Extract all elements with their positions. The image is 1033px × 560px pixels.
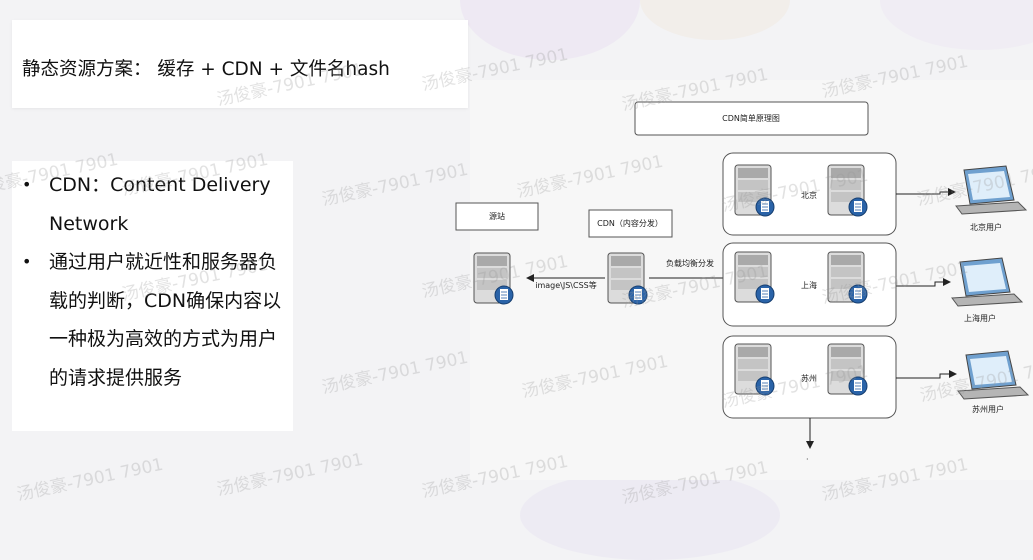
diagram-title: CDN简单原理图 — [722, 113, 780, 123]
cdn-server-icon — [607, 252, 648, 305]
region-name-shanghai: 上海 — [801, 280, 817, 290]
region-server-icon — [827, 251, 868, 304]
origin-label: 源站 — [489, 211, 505, 221]
arrow-to-regions-label: 负载均衡分发 — [666, 258, 714, 268]
origin-label-box — [455, 202, 539, 231]
title-card: 静态资源方案： 缓存 + CDN + 文件名hash — [12, 20, 468, 108]
more-indicator: · — [806, 455, 809, 464]
region-server-icon — [827, 343, 868, 396]
region-server-icon — [827, 164, 868, 217]
diagram-title-box — [634, 101, 869, 136]
cdn-diagram: CDN简单原理图 源站 CDN（内容分发） image\JS\CSS等 负载均衡… — [455, 101, 1029, 464]
laptop-icon-suzhou — [957, 350, 1029, 400]
arrow-to-user-beijing — [896, 188, 956, 196]
region-server-icon — [734, 251, 775, 304]
laptop-icon-beijing — [955, 165, 1027, 215]
arrow-to-user-suzhou — [896, 370, 957, 379]
arrow-to-origin-label: image\JS\CSS等 — [535, 280, 597, 290]
bullet-list: CDN：Content Delivery Network 通过用户就近性和服务器… — [12, 166, 293, 397]
cdn-label-box — [588, 209, 673, 238]
region-name-beijing: 北京 — [801, 190, 817, 200]
user-label-suzhou: 苏州用户 — [972, 404, 1004, 414]
slide-title: 静态资源方案： 缓存 + CDN + 文件名hash — [22, 59, 390, 80]
region-name-suzhou: 苏州 — [801, 373, 817, 383]
cdn-label: CDN（内容分发） — [597, 218, 663, 228]
bullet-item-cdn-description: 通过用户就近性和服务器负载的判断，CDN确保内容以一种极为高效的方式为用户的请求… — [12, 243, 285, 397]
user-label-beijing: 北京用户 — [970, 222, 1002, 232]
laptop-icon-shanghai — [951, 257, 1023, 307]
arrow-to-user-shanghai — [896, 278, 951, 287]
origin-server-icon — [473, 252, 514, 305]
region-server-icon — [734, 343, 775, 396]
bullet-item-cdn-definition: CDN：Content Delivery Network — [12, 166, 285, 243]
bullet-card: CDN：Content Delivery Network 通过用户就近性和服务器… — [12, 161, 293, 431]
user-label-shanghai: 上海用户 — [964, 313, 996, 323]
region-server-icon — [734, 164, 775, 217]
